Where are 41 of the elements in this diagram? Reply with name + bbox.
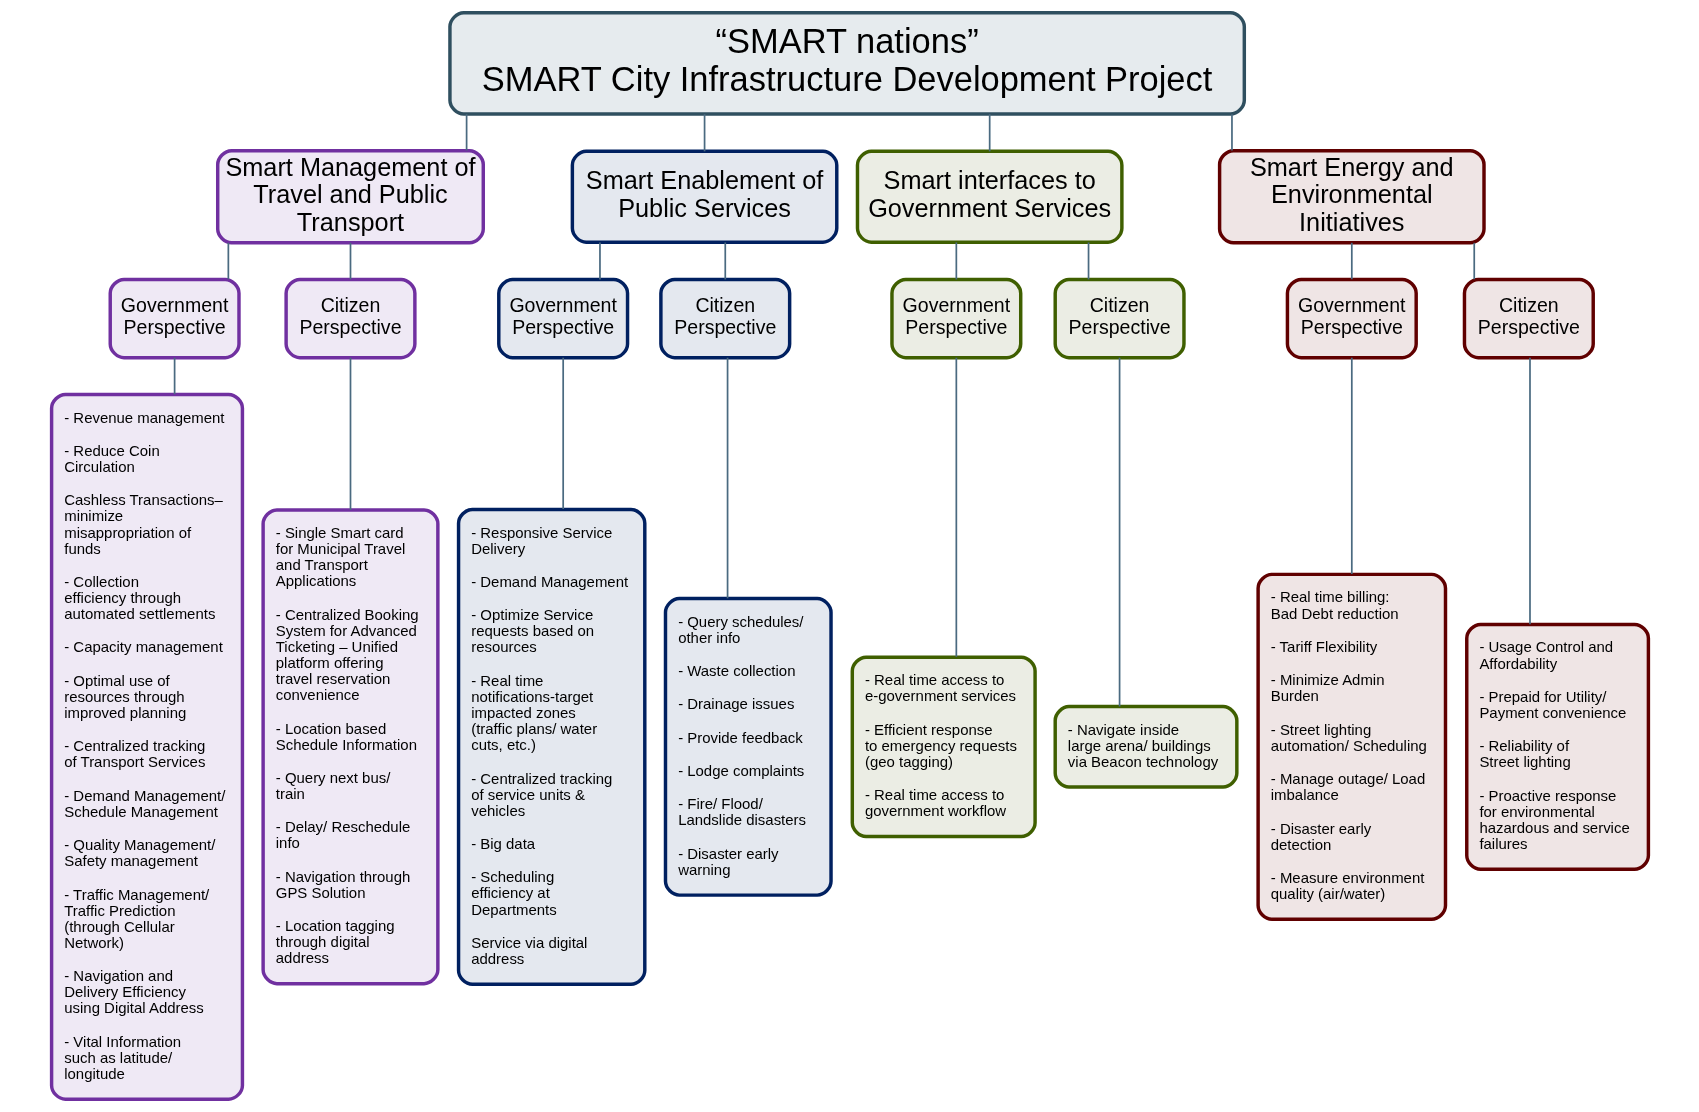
connector xyxy=(1350,241,1353,281)
node-box: - Real time billing: Bad Debt reduction - Tariff Flexibility - Minimize Admin Burden - Street lighting automation/ Scheduling - Manage outage/ Load imbalance - Disaster early detection - Measure environment quality (air/water) xyxy=(1255,572,1447,921)
node-box: Smart Energy and Environmental Initiatives xyxy=(1217,149,1486,245)
connector xyxy=(1087,241,1089,281)
connector xyxy=(349,356,351,511)
connector xyxy=(173,356,175,396)
node-box: Government Perspective xyxy=(108,277,241,360)
connector xyxy=(1528,356,1531,625)
connector xyxy=(465,113,467,152)
connector xyxy=(703,113,705,153)
node-box: - Query schedules/ other info - Waste collection - Drainage issues - Provide feedback - Lodge complaints - Fire/ Flood/ Landslide disasters - Disaster early warning xyxy=(663,596,833,897)
node-box: Smart interfaces to Government Services xyxy=(855,149,1124,244)
node-box: Smart Enablement of Public Services xyxy=(570,149,838,244)
connector xyxy=(1350,356,1353,575)
connector xyxy=(1230,113,1233,152)
node-box: - Usage Control and Affordability - Prepaid for Utility/ Payment convenience - Reliability of Street lighting - Proactive response for environmental hazardous and service failures xyxy=(1464,622,1650,871)
node-box: - Responsive Service Delivery - Demand Management - Optimize Service requests based on resources - Real time notifications-target impacted zones (traffic plans/ water cuts, etc.) - Centralized tracking of service units & vehicles - Big data - Scheduling efficiency at Departments Service via digital address xyxy=(456,507,647,986)
node-box: Citizen Perspective xyxy=(1462,277,1595,360)
connector xyxy=(988,113,991,153)
node-box: - Real time access to e-government services - Efficient response to emergency requests (geo tagging) - Real time access to government workflow xyxy=(850,655,1037,839)
node-box: Government Perspective xyxy=(496,277,629,360)
node-box: - Single Smart card for Municipal Travel and Transport Applications - Centralized Booking System for Advanced Ticketing – Unified platform offering travel reservation convenience - Location based Schedule Information - Query next bus/ train - Delay/ Reschedule info - Navigation through GPS Solution - Location tagging through digital address xyxy=(260,508,440,986)
node-box: “SMART nations” SMART City Infrastructure Development Project xyxy=(447,11,1246,116)
node-box: Citizen Perspective xyxy=(1052,277,1186,360)
connector xyxy=(227,241,229,281)
connector xyxy=(955,241,957,281)
connector xyxy=(1472,241,1475,281)
node-box: Smart Management of Travel and Public Transport xyxy=(215,149,485,245)
connector xyxy=(1118,356,1120,708)
connector xyxy=(349,241,351,281)
connector xyxy=(561,356,564,510)
node-box: Government Perspective xyxy=(1285,277,1418,360)
node-box: Citizen Perspective xyxy=(283,277,417,360)
node-box: - Revenue management - Reduce Coin Circulation Cashless Transactions– minimize misappropriation of funds - Collection efficiency through automated settlements - Capacity management - Optimal use of resources through improved planning - Centralized tracking of Transport Services - Demand Management/ Schedule Management - Quality Management/ Safety management - Traffic Management/ Traffic Prediction (through Cellular Network) - Navigation and Delivery Efficiency using Digital Address - Vital Information such as latitude/ longitude xyxy=(49,392,244,1101)
connector xyxy=(723,241,726,281)
connector xyxy=(598,241,601,281)
connector xyxy=(726,356,728,600)
node-box: Citizen Perspective xyxy=(658,277,791,360)
node-box: - Navigate inside large arena/ buildings via Beacon technology xyxy=(1052,704,1239,789)
connector xyxy=(955,356,957,658)
node-box: Government Perspective xyxy=(889,277,1022,360)
